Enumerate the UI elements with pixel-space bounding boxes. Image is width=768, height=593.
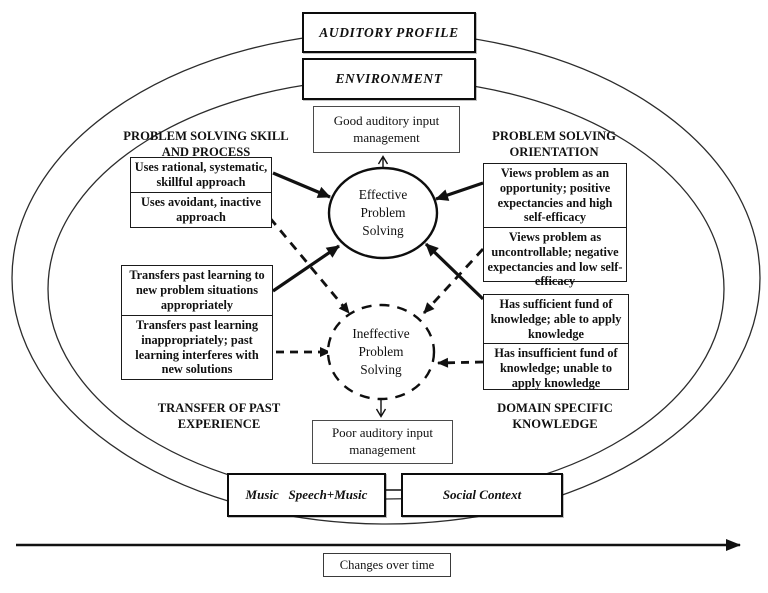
environment-box: ENVIRONMENT	[302, 58, 476, 100]
skill-negative-cell: Uses avoidant, inactive approach	[141, 195, 261, 224]
transfer-heading: TRANSFER OF PAST EXPERIENCE	[157, 401, 281, 432]
domain-knowledge-heading: DOMAIN SPECIFIC KNOWLEDGE	[497, 401, 613, 432]
ineffective-problem-solving-circle	[326, 303, 436, 401]
arrow-transfer-positive-to-effective	[272, 244, 340, 293]
arrow-opportunity-to-effective	[435, 181, 484, 201]
music-speech-box: Music Speech+Music	[227, 473, 386, 517]
effective-problem-solving-circle	[327, 166, 439, 260]
social-context-label: Social Context	[442, 487, 522, 502]
poor-auditory-input-box: Poor auditory input management	[312, 420, 453, 464]
poor-auditory-input-label: Poor auditory input management	[331, 425, 434, 457]
orientation-heading: PROBLEM SOLVING ORIENTATION	[492, 129, 616, 160]
knowledge-negative-cell: Has insufficient fund of knowledge; unab…	[494, 346, 618, 390]
orientation-box: Views problem as an opportunity; positiv…	[483, 163, 627, 288]
arrow-rational-to-effective	[272, 171, 331, 199]
auditory-profile-box: AUDITORY PROFILE	[302, 12, 476, 53]
orientation-positive-cell: Views problem as an opportunity; positiv…	[484, 164, 626, 228]
changes-over-time-box: Changes over time	[323, 553, 451, 577]
orientation-negative-cell: Views problem as uncontrollable; negativ…	[487, 230, 623, 289]
arrow-sufficient-knowledge-to-effective	[424, 242, 485, 301]
social-context-box: Social Context	[401, 473, 563, 517]
transfer-box: Transfers past learning to new problem s…	[121, 265, 273, 380]
good-auditory-input-label: Good auditory input management	[333, 112, 440, 145]
environment-label: ENVIRONMENT	[335, 71, 443, 86]
knowledge-box: Has sufficient fund of knowledge; able t…	[483, 294, 629, 390]
music-speech-label: Music Speech+Music	[245, 487, 368, 502]
arrow-avoidant-to-ineffective	[268, 217, 351, 314]
skill-process-heading: PROBLEM SOLVING SKILL AND PROCESS	[123, 129, 289, 160]
transfer-negative-cell: Transfers past learning inappropriately;…	[135, 318, 259, 377]
arrow-insufficient-knowledge-to-ineffective	[437, 357, 484, 368]
knowledge-positive-cell: Has sufficient fund of knowledge; able t…	[484, 295, 628, 345]
changes-over-time-label: Changes over time	[339, 557, 435, 572]
good-auditory-input-box: Good auditory input management	[313, 106, 460, 153]
arrow-uncontrollable-to-ineffective	[422, 248, 485, 314]
skill-positive-cell: Uses rational, systematic, skillful appr…	[131, 158, 271, 193]
auditory-profile-label: AUDITORY PROFILE	[319, 24, 459, 40]
transfer-positive-cell: Transfers past learning to new problem s…	[122, 266, 272, 316]
skill-process-box: Uses rational, systematic, skillful appr…	[130, 157, 272, 228]
